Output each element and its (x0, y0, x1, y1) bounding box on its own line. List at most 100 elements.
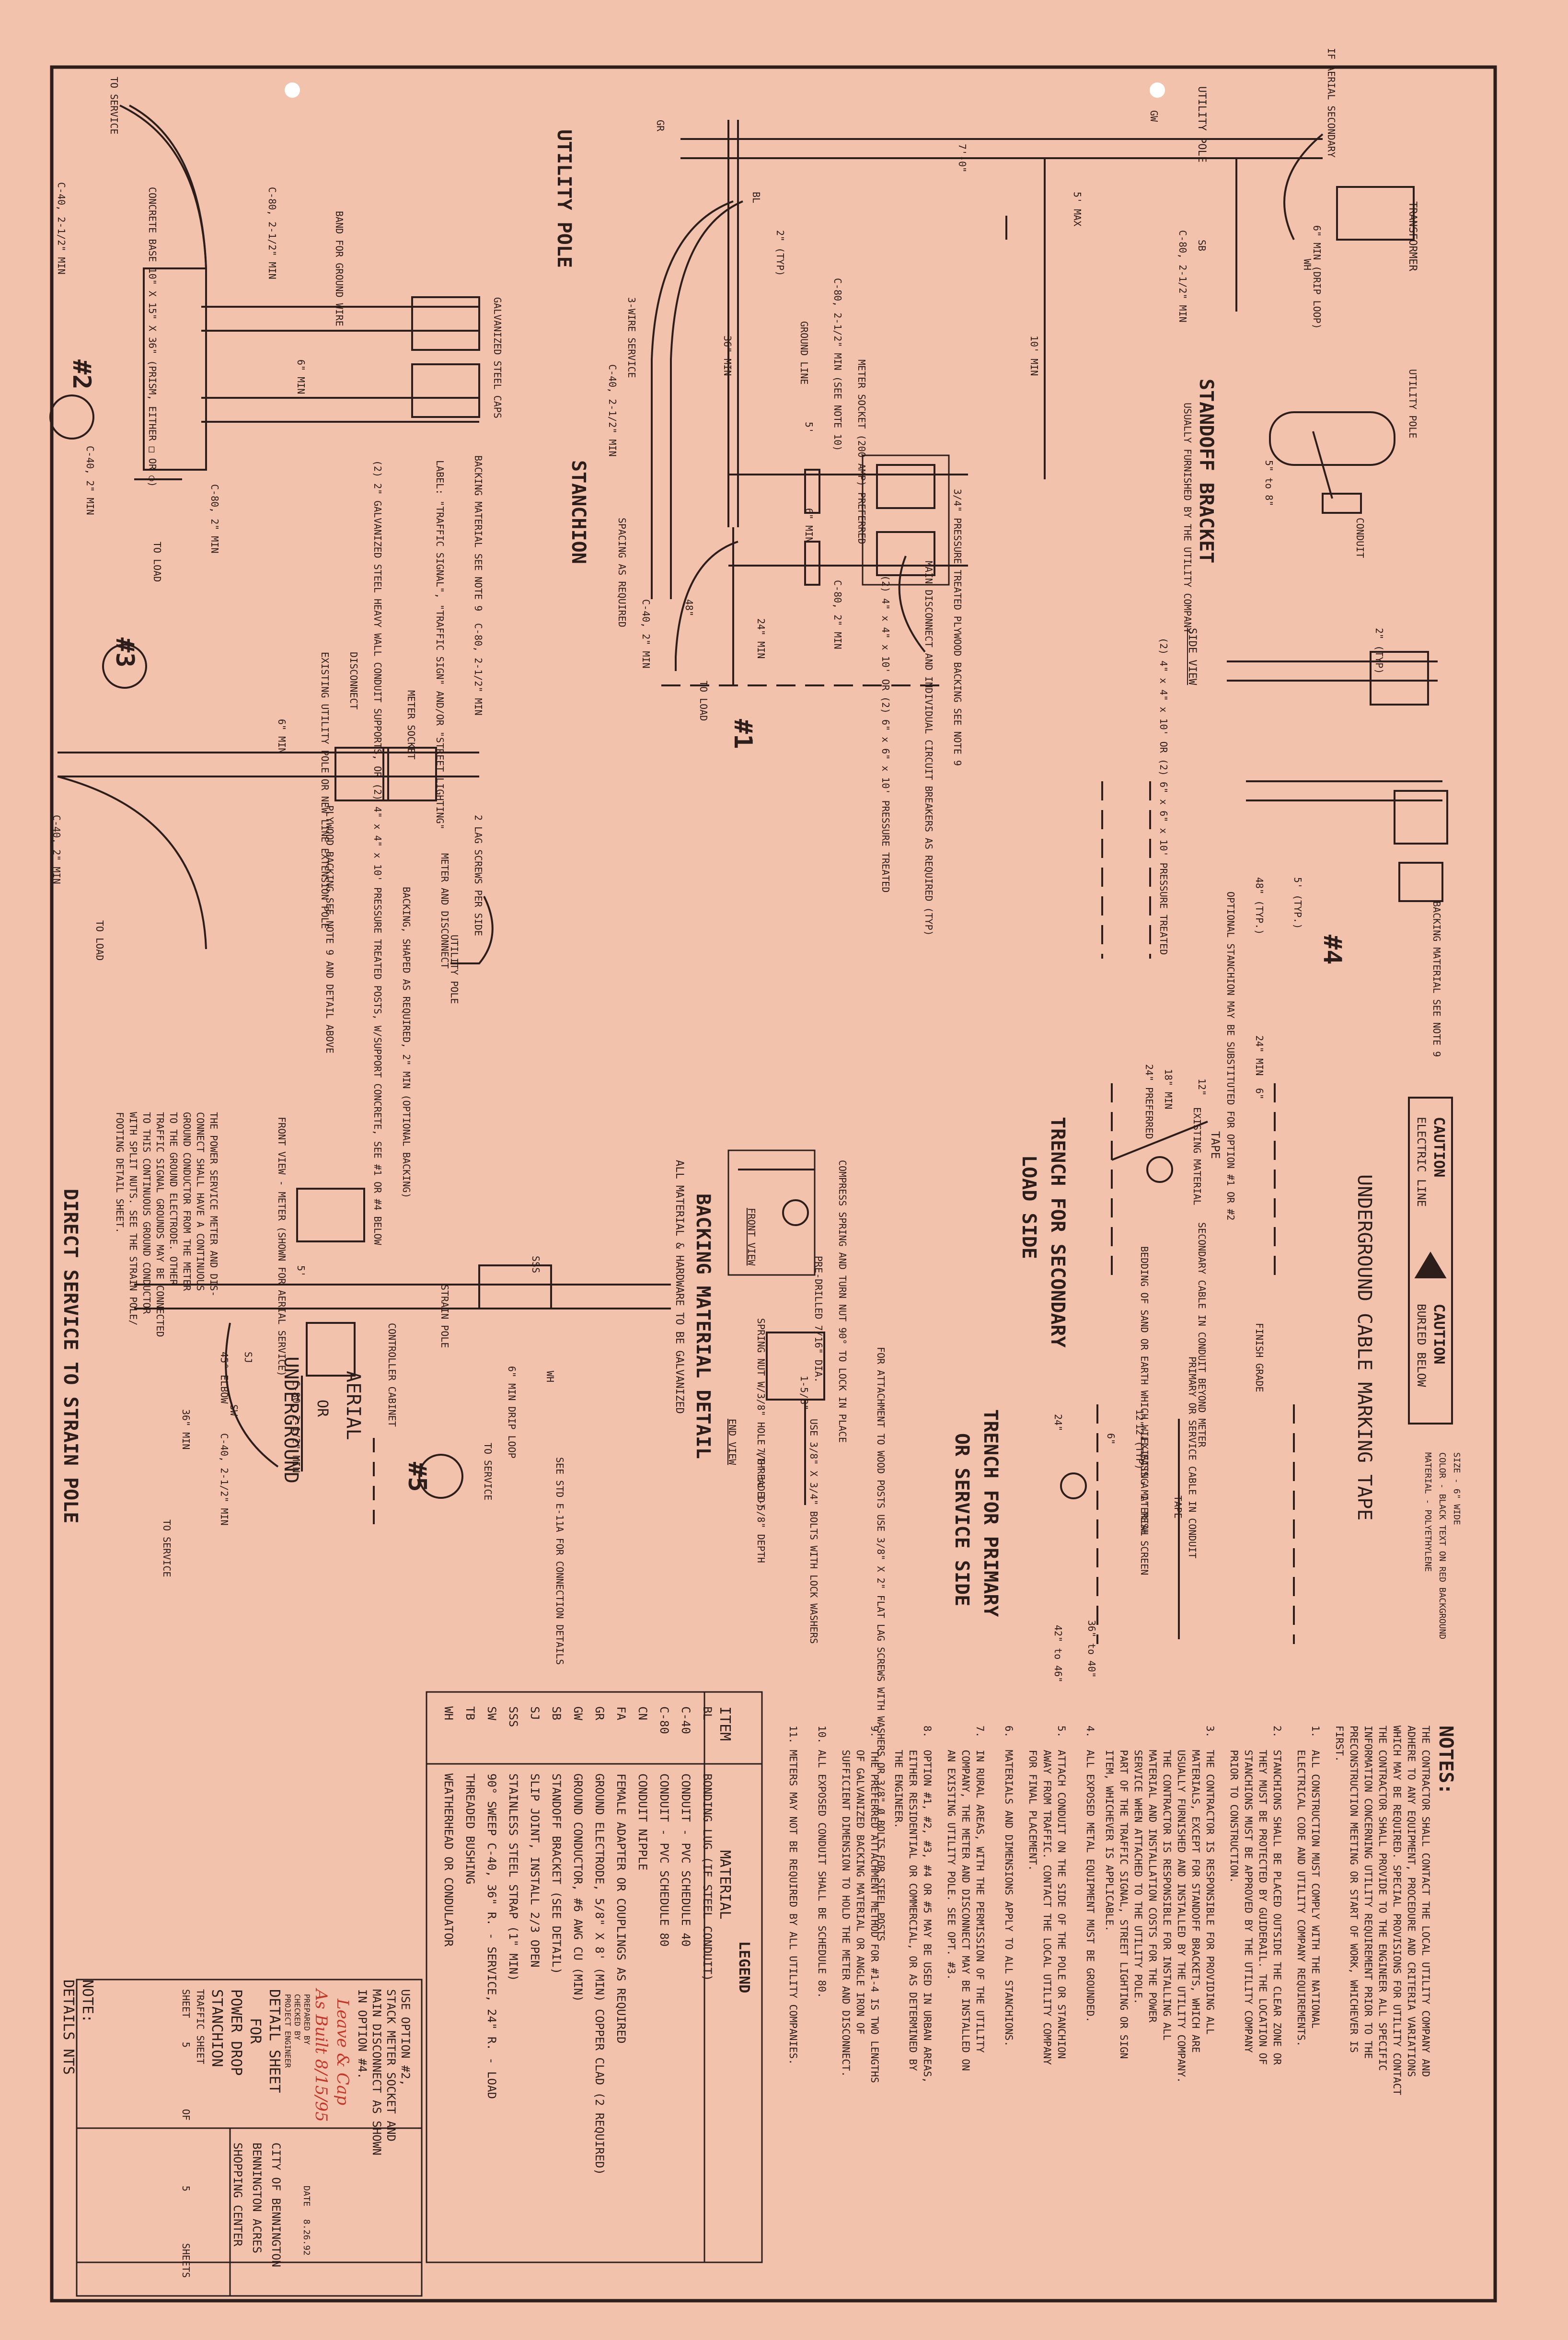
legend-item-material: STAINLESS STEEL STRAP (1" MIN) (507, 1773, 520, 1981)
legend-col-material: MATERIAL (716, 1850, 733, 1920)
tb-date-value: 8.26.92 (301, 2219, 311, 2256)
tape-caution-1: CAUTION (1430, 1117, 1447, 1178)
tp-tape: TAPE (1172, 1495, 1184, 1519)
handwritten-note-1: Leave & Cap (333, 1999, 352, 2106)
backing-predrilled: PRE-DRILLED 7/16" DIA. (813, 1256, 824, 1383)
standoff-dim: 5" to 8" (1263, 460, 1275, 507)
tape-size: SIZE - 6" WIDE (1452, 1452, 1462, 1525)
o5-underground: UNDERGROUND (280, 1356, 302, 1483)
legend-item-code: SW (485, 1706, 498, 1720)
note-8: 8. OPTION #1, #2, #3, #4 OR #5 MAY BE US… (893, 1726, 933, 2083)
legend-item-material: CONDUIT - PVC SCHEDULE 40 (679, 1773, 692, 1947)
o5-sw: SW (228, 1404, 240, 1416)
tb-of: OF (180, 2109, 192, 2121)
trench-primary-drawing (1060, 1404, 1295, 1644)
note-7: 7. IN RURAL AREAS, WITH THE PERMISSION O… (945, 1726, 986, 2071)
o3-c40: C-40, 2" MIN (51, 815, 62, 884)
legend-item-material: GROUND ELECTRODE, 5/8" X 8' (MIN) COPPER… (593, 1773, 606, 2176)
standoff-title: STANDOFF BRACKET (1195, 379, 1217, 564)
o3-pole: UTILITY POLE (449, 935, 460, 1004)
o1-d48: 48" (683, 599, 695, 617)
legend-item-material: 90° SWEEP C-40, 36" R. - SERVICE, 24" R.… (485, 1773, 498, 2099)
tp-d5: 36" to 40" (1086, 1620, 1097, 1678)
tp-d2: 6" (1105, 1433, 1117, 1445)
tape-caution-2: CAUTION (1430, 1304, 1447, 1365)
tp-d6: 42" to 46" (1052, 1625, 1064, 1683)
ts-d5: 24" MIN (1254, 1035, 1265, 1076)
tp-primary: PRIMARY OR SERVICE CABLE IN CONDUIT (1187, 1356, 1198, 1559)
legend-item-code: BL (701, 1706, 714, 1720)
trench-primary-title-2: OR SERVICE SIDE (951, 1433, 973, 1607)
note-4: 4. ALL EXPOSED METAL EQUIPMENT MUST BE G… (1084, 1726, 1096, 2023)
ts-existing: EXISTING MATERIAL (1191, 1107, 1203, 1205)
o1-typ: 2" (TYP) (774, 230, 786, 277)
o5-to-service2: TO SERVICE (161, 1519, 173, 1577)
tb-project-1: CITY OF BENNINGTON (269, 2143, 283, 2268)
o5-strain: STRAIN POLE (439, 1285, 450, 1348)
marking-tape-drawing (1408, 1097, 1453, 1425)
o3-meter: METER SOCKET (405, 690, 417, 760)
tb-sheet-label: SHEET (180, 1989, 192, 2018)
o2-caps: GALVANIZED STEEL CAPS (492, 297, 503, 418)
top-gr: GR (655, 120, 666, 132)
backing-wood: FOR ATTACHMENT TO WOOD POSTS USE 3/8" X … (875, 1347, 887, 1942)
legend-item-code: GR (593, 1706, 606, 1720)
top-transformer: TRANSFORMER (1407, 201, 1418, 271)
note-3: 3. THE CONTRACTOR IS RESPONSIBLE FOR PRO… (1104, 1726, 1216, 2083)
o3-plywood: PLYWOOD BACKING SEE NOTE 9 AND DETAIL AB… (324, 805, 335, 1054)
tape-line-2: BURIED BELOW (1415, 1304, 1428, 1387)
legend-item-material: CONDUIT NIPPLE (636, 1773, 649, 1871)
o3-d6: 6" MIN (276, 719, 288, 754)
tb-use-option: USE OPTION #2, (399, 1989, 412, 2086)
trench-secondary-drawing (1111, 1083, 1276, 1285)
o1-ground-line: GROUND LINE (798, 321, 810, 385)
backing-depth: 7/8" to 1-5/8" DEPTH (755, 1448, 767, 1563)
o2-backing: BACKING MATERIAL SEE NOTE 9 (473, 455, 484, 612)
o1-d36: 36" MIN (722, 336, 733, 376)
o2-label-text: LABEL: "TRAFFIC SIGNAL", "TRAFFIC SIGN" … (434, 460, 446, 830)
o1-c40s: C-40, 2-1/2" MIN (607, 364, 618, 457)
o2-to-service: TO SERVICE (108, 77, 120, 135)
tb-sheets-total: 5 (180, 2186, 192, 2192)
o2-c40b: C-40, 2" MIN (84, 446, 96, 515)
o1-d24: 24" MIN (755, 618, 767, 659)
handwritten-note-2: As Built 8/15/95 (311, 1989, 331, 2122)
option2-drawing (49, 104, 480, 480)
backing-title: BACKING MATERIAL DETAIL (692, 1193, 714, 1459)
legend-item-code: TB (463, 1706, 477, 1720)
option2-title: UTILITY POLE (553, 129, 575, 268)
trench-primary-title-1: TRENCH FOR PRIMARY (980, 1409, 1002, 1617)
trench-secondary-title-1: TRENCH FOR SECONDARY (1047, 1117, 1069, 1348)
standoff-sub: USUALLY FURNISHED BY THE UTILITY COMPANY (1182, 403, 1193, 634)
option4-label: #4 (1318, 935, 1347, 965)
tape-material: MATERIAL - POLYETHYLENE (1423, 1452, 1433, 1572)
legend-item-code: WH (442, 1706, 455, 1720)
o5-front: FRONT VIEW - METER (SHOWN FOR AERIAL SER… (276, 1117, 288, 1377)
legend-item-material: STANDOFF BRACKET (SEE DETAIL) (550, 1773, 563, 1975)
legend-item-code: GW (571, 1706, 585, 1720)
o5-sss: SSS (530, 1256, 542, 1274)
notes-intro: THE CONTRACTOR SHALL CONTACT THE LOCAL U… (1334, 1726, 1431, 2096)
tb-desc-2: MAIN DISCONNECT AS SHOWN (370, 1989, 383, 2155)
o3-backing: BACKING, SHAPED AS REQUIRED, 2" MIN (OPT… (401, 887, 412, 1199)
option5-title: DIRECT SERVICE TO STRAIN POLE (59, 1189, 81, 1524)
o1-to-load: TO LOAD (698, 681, 709, 721)
tb-desc-1: STACK METER SOCKET AND (384, 1989, 398, 2142)
tb-sheet-title-4: STANCHION (208, 1989, 225, 2067)
o4-backing: BACKING MATERIAL SEE NOTE 9 (1431, 901, 1442, 1057)
top-10min: 10' MIN (1028, 336, 1040, 376)
option5-label: #5 (403, 1462, 431, 1492)
o2-d6: 6" MIN (295, 359, 307, 394)
legend-item-material: SLIP JOINT, INSTALL 2/3 OPEN (528, 1773, 542, 1968)
o1-d5: 5' (803, 422, 815, 434)
o1-ply: 3/4" PRESSURE TREATED PLYWOOD BACKING SE… (952, 489, 963, 766)
punch-hole (285, 82, 300, 98)
tp-finish-grade: FINISH GRADE (1254, 1323, 1265, 1392)
o3-disconnect: DISCONNECT (348, 652, 359, 710)
tb-sheet-title-1: DETAIL SHEET (266, 1989, 283, 2093)
option1-drawing (651, 120, 1323, 686)
top-utility-pole: UTILITY POLE (1196, 86, 1208, 162)
ts-d1: 6" (1254, 1088, 1265, 1100)
